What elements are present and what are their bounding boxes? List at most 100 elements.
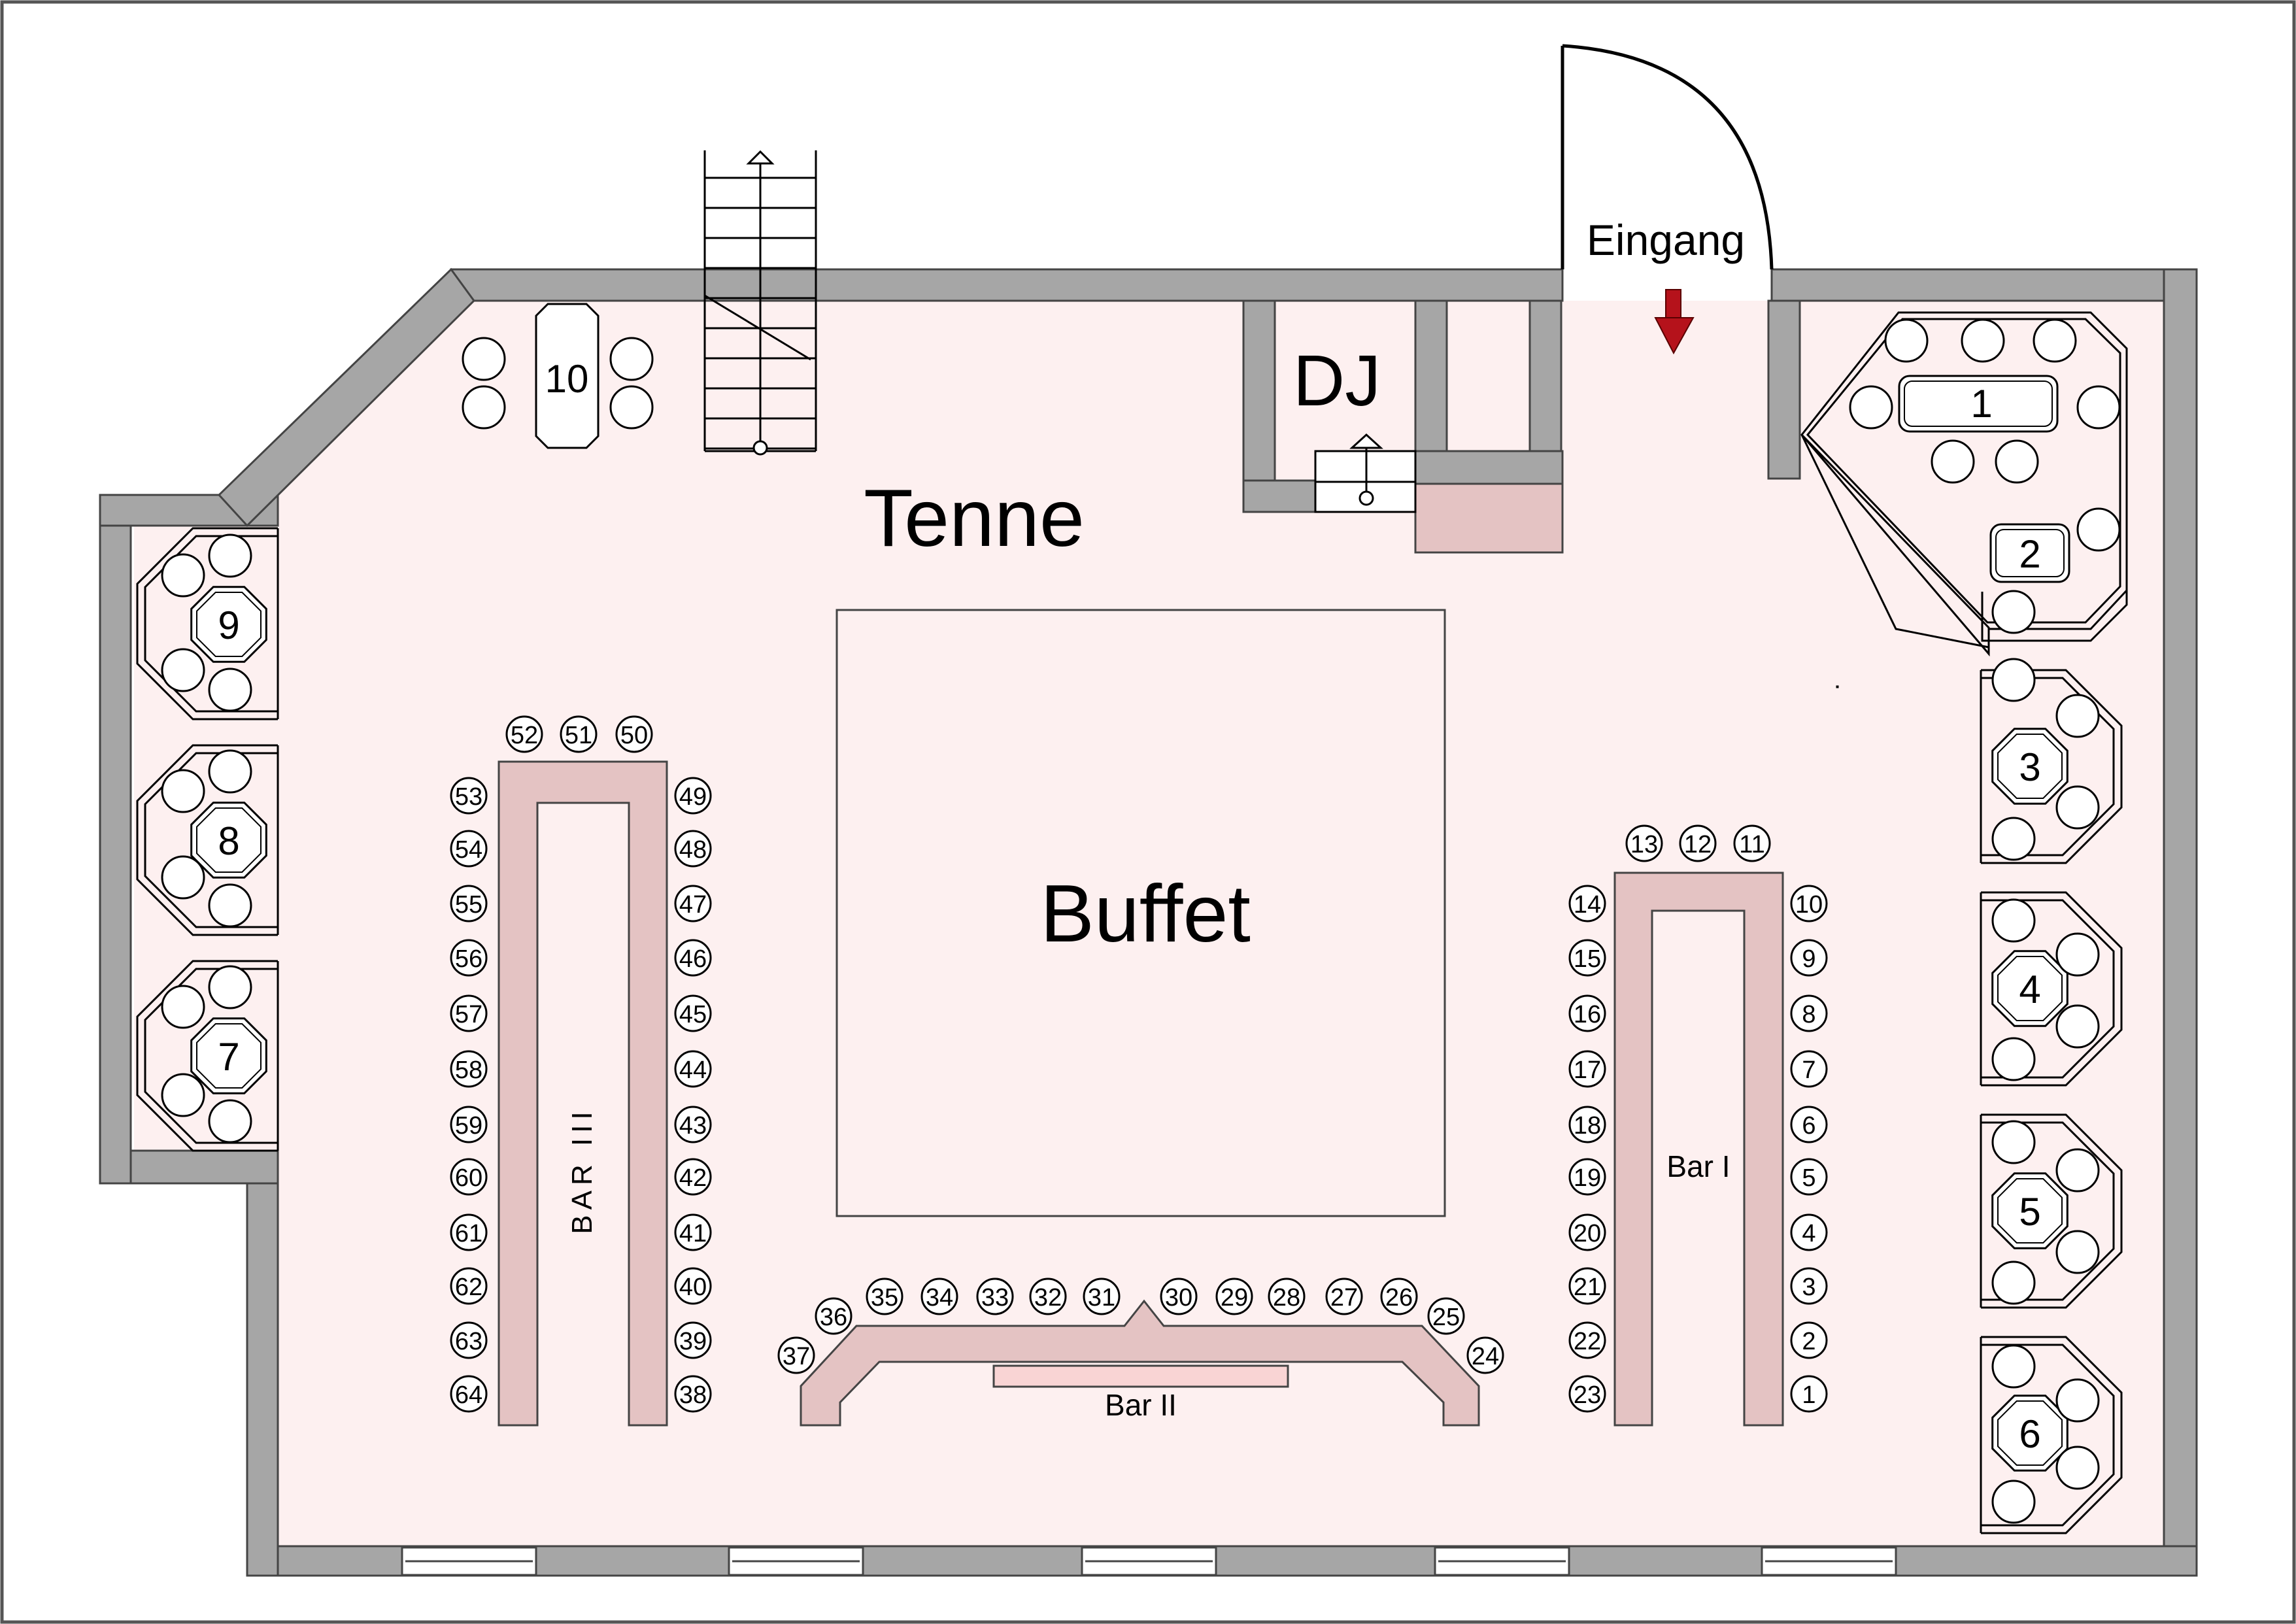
seat-58[interactable]: 58 bbox=[450, 1050, 488, 1088]
seat-18[interactable]: 18 bbox=[1568, 1106, 1606, 1143]
seat-62[interactable]: 62 bbox=[450, 1267, 488, 1305]
seat-48[interactable]: 48 bbox=[674, 830, 712, 868]
seat-46[interactable]: 46 bbox=[674, 939, 712, 977]
chair bbox=[609, 337, 654, 381]
seat-57[interactable]: 57 bbox=[450, 994, 488, 1032]
seat-28[interactable]: 28 bbox=[1268, 1277, 1306, 1315]
seat-37[interactable]: 37 bbox=[777, 1336, 815, 1374]
seat-44[interactable]: 44 bbox=[674, 1050, 712, 1088]
seat-55[interactable]: 55 bbox=[450, 885, 488, 922]
table-7[interactable]: 7 bbox=[190, 1017, 267, 1094]
table-label: 4 bbox=[2019, 968, 2040, 1011]
seat-27[interactable]: 27 bbox=[1325, 1277, 1363, 1315]
seat-56[interactable]: 56 bbox=[450, 939, 488, 977]
seat-29[interactable]: 29 bbox=[1215, 1277, 1253, 1315]
seat-10[interactable]: 10 bbox=[1790, 885, 1828, 922]
seat-50[interactable]: 50 bbox=[615, 715, 653, 753]
seat-63[interactable]: 63 bbox=[450, 1321, 488, 1359]
table-8[interactable]: 8 bbox=[190, 802, 267, 879]
seat-34[interactable]: 34 bbox=[920, 1277, 958, 1315]
seat-39[interactable]: 39 bbox=[674, 1321, 712, 1359]
seat-64[interactable]: 64 bbox=[450, 1375, 488, 1413]
seat-35[interactable]: 35 bbox=[866, 1277, 903, 1315]
seat-1[interactable]: 1 bbox=[1790, 1375, 1828, 1413]
seat-21[interactable]: 21 bbox=[1568, 1267, 1606, 1305]
seat-12[interactable]: 12 bbox=[1679, 824, 1717, 862]
seat-42[interactable]: 42 bbox=[674, 1158, 712, 1196]
seat-20[interactable]: 20 bbox=[1568, 1213, 1606, 1251]
seat-17[interactable]: 17 bbox=[1568, 1050, 1606, 1088]
table-9[interactable]: 9 bbox=[190, 586, 267, 663]
seat-36[interactable]: 36 bbox=[815, 1297, 853, 1335]
seat-label: 61 bbox=[455, 1220, 482, 1247]
seat-54[interactable]: 54 bbox=[450, 830, 488, 868]
seat-40[interactable]: 40 bbox=[674, 1267, 712, 1305]
seat-52[interactable]: 52 bbox=[505, 715, 543, 753]
table-4[interactable]: 4 bbox=[1991, 950, 2068, 1027]
table-label: 7 bbox=[218, 1035, 239, 1079]
seat-47[interactable]: 47 bbox=[674, 885, 712, 922]
seat-25[interactable]: 25 bbox=[1427, 1297, 1465, 1335]
chair bbox=[1991, 898, 2036, 943]
seat-label: 7 bbox=[1802, 1057, 1815, 1084]
seat-49[interactable]: 49 bbox=[674, 777, 712, 815]
seat-32[interactable]: 32 bbox=[1029, 1277, 1067, 1315]
seat-19[interactable]: 19 bbox=[1568, 1158, 1606, 1196]
entrance-arrow-icon bbox=[1654, 289, 1695, 355]
seat-59[interactable]: 59 bbox=[450, 1106, 488, 1143]
seat-13[interactable]: 13 bbox=[1625, 824, 1663, 862]
seat-23[interactable]: 23 bbox=[1568, 1375, 1606, 1413]
seat-8[interactable]: 8 bbox=[1790, 994, 1828, 1032]
seat-label: 16 bbox=[1574, 1001, 1601, 1028]
seat-26[interactable]: 26 bbox=[1380, 1277, 1418, 1315]
entrance-door[interactable] bbox=[1561, 44, 1774, 270]
chair bbox=[1991, 1480, 2036, 1524]
chair bbox=[2055, 1004, 2100, 1049]
seat-label: 6 bbox=[1802, 1112, 1815, 1140]
chair bbox=[1991, 590, 2036, 634]
seat-61[interactable]: 61 bbox=[450, 1213, 488, 1251]
seat-24[interactable]: 24 bbox=[1466, 1336, 1504, 1374]
seat-label: 30 bbox=[1165, 1284, 1192, 1311]
dj-booth-fill bbox=[1414, 482, 1564, 554]
bar-2 bbox=[800, 1299, 1480, 1427]
seat-5[interactable]: 5 bbox=[1790, 1158, 1828, 1196]
seat-60[interactable]: 60 bbox=[450, 1158, 488, 1196]
seat-label: 26 bbox=[1385, 1284, 1413, 1311]
dj-label: DJ bbox=[1293, 341, 1381, 421]
seat-label: 40 bbox=[679, 1274, 707, 1301]
seat-51[interactable]: 51 bbox=[560, 715, 598, 753]
table-2[interactable]: 2 bbox=[1989, 523, 2070, 583]
table-5[interactable]: 5 bbox=[1991, 1172, 2068, 1249]
seat-43[interactable]: 43 bbox=[674, 1106, 712, 1143]
seat-4[interactable]: 4 bbox=[1790, 1213, 1828, 1251]
seat-9[interactable]: 9 bbox=[1790, 939, 1828, 977]
seat-3[interactable]: 3 bbox=[1790, 1267, 1828, 1305]
seat-41[interactable]: 41 bbox=[674, 1213, 712, 1251]
seat-22[interactable]: 22 bbox=[1568, 1321, 1606, 1359]
chair bbox=[1931, 439, 1975, 484]
seat-14[interactable]: 14 bbox=[1568, 885, 1606, 922]
seat-2[interactable]: 2 bbox=[1790, 1321, 1828, 1359]
chair bbox=[161, 855, 205, 900]
seat-11[interactable]: 11 bbox=[1733, 824, 1771, 862]
staircase[interactable] bbox=[703, 150, 817, 456]
seat-38[interactable]: 38 bbox=[674, 1375, 712, 1413]
table-3[interactable]: 3 bbox=[1991, 728, 2068, 805]
table-6[interactable]: 6 bbox=[1991, 1395, 2068, 1472]
seat-7[interactable]: 7 bbox=[1790, 1050, 1828, 1088]
seat-33[interactable]: 33 bbox=[976, 1277, 1014, 1315]
seat-6[interactable]: 6 bbox=[1790, 1106, 1828, 1143]
seat-30[interactable]: 30 bbox=[1160, 1277, 1198, 1315]
seat-31[interactable]: 31 bbox=[1083, 1277, 1121, 1315]
seat-15[interactable]: 15 bbox=[1568, 939, 1606, 977]
seat-45[interactable]: 45 bbox=[674, 994, 712, 1032]
table-label: 2 bbox=[2019, 532, 2040, 576]
chair bbox=[161, 1073, 205, 1117]
seat-label: 53 bbox=[455, 783, 482, 811]
seat-16[interactable]: 16 bbox=[1568, 994, 1606, 1032]
table-10[interactable]: 10 bbox=[535, 303, 599, 449]
table-1[interactable]: 1 bbox=[1898, 375, 2059, 433]
chair bbox=[462, 337, 506, 381]
seat-53[interactable]: 53 bbox=[450, 777, 488, 815]
